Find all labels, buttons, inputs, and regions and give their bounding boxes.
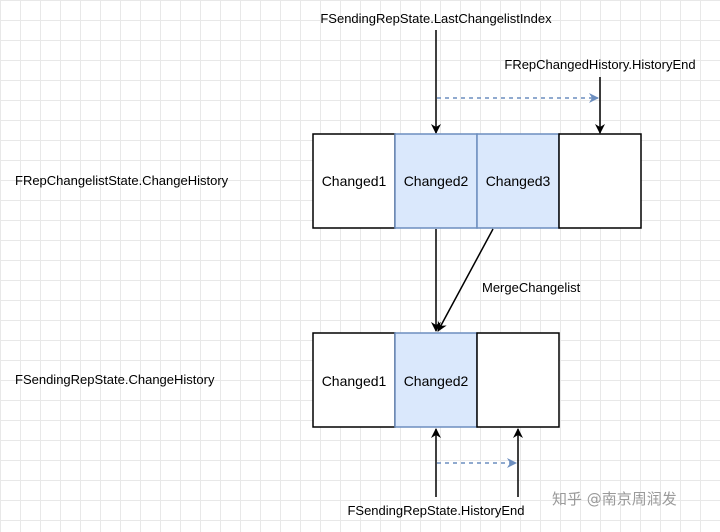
merge-changelist-label: MergeChangelist (482, 280, 581, 295)
top-cell-3 (476, 133, 560, 229)
bottom-cell-2 (394, 332, 478, 428)
change-history-top-label: FRepChangelistState.ChangeHistory (15, 173, 229, 188)
merge-arrow-diagonal (437, 228, 494, 332)
history-end-bottom-label: FSendingRepState.HistoryEnd (347, 503, 524, 518)
watermark: 知乎 @南京周润发 (552, 490, 677, 508)
bottom-row: Changed1 Changed2 (312, 332, 560, 428)
top-cell-3-label: Changed3 (486, 173, 551, 189)
top-cell-1 (312, 133, 396, 229)
top-row: Changed1 Changed2 Changed3 (312, 133, 642, 229)
bottom-cell-3 (476, 332, 560, 428)
bottom-cell-1 (312, 332, 396, 428)
top-cell-2-label: Changed2 (404, 173, 469, 189)
top-cell-2 (394, 133, 478, 229)
top-cell-1-label: Changed1 (322, 173, 387, 189)
bottom-cell-2-label: Changed2 (404, 373, 469, 389)
change-history-bottom-label: FSendingRepState.ChangeHistory (15, 372, 215, 387)
history-end-top-label: FRepChangedHistory.HistoryEnd (504, 57, 695, 72)
top-cell-4 (558, 133, 642, 229)
last-changelist-index-label: FSendingRepState.LastChangelistIndex (320, 11, 552, 26)
bottom-cell-1-label: Changed1 (322, 373, 387, 389)
